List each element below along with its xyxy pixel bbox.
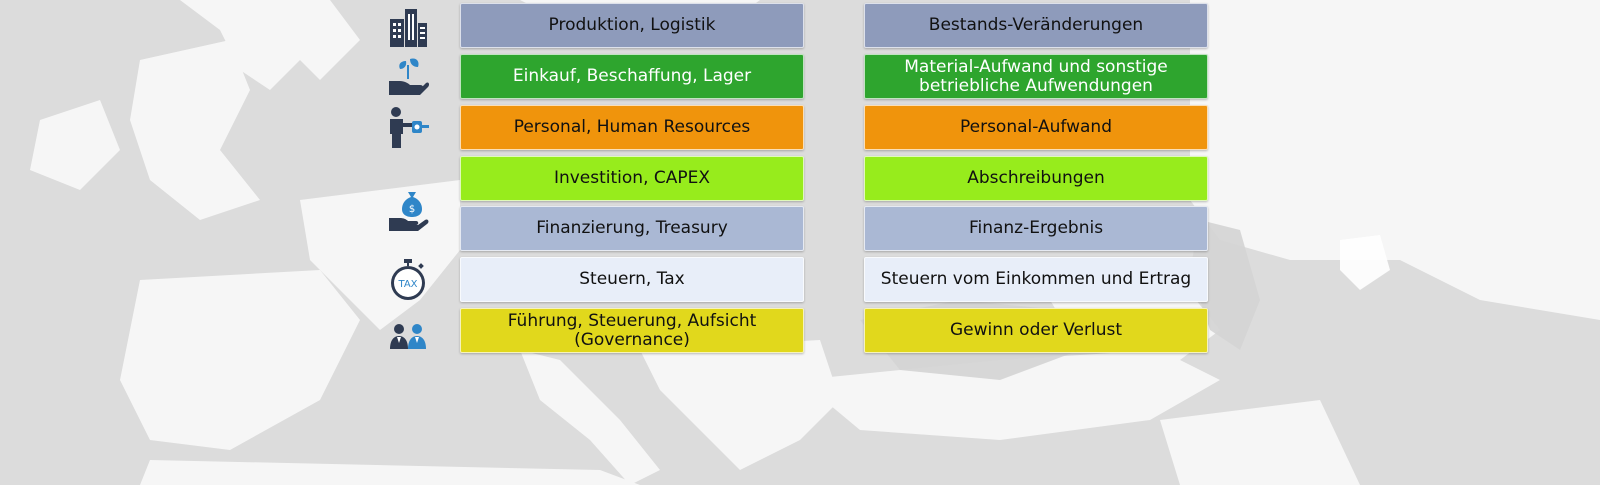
right-box-materialaufwand: Material-Aufwand und sonstige betrieblic…: [864, 54, 1208, 99]
right-box-steuern-einkommen: Steuern vom Einkommen und Ertrag: [864, 257, 1208, 302]
right-box-gewinn-verlust: Gewinn oder Verlust: [864, 308, 1208, 353]
left-box-finanzierung: Finanzierung, Treasury: [460, 206, 804, 251]
map-land-east: [1190, 0, 1600, 320]
stopwatch-tax-icon: TAX: [386, 258, 430, 302]
left-box-steuern: Steuern, Tax: [460, 257, 804, 302]
left-box-einkauf: Einkauf, Beschaffung, Lager: [460, 54, 804, 99]
tax-text: TAX: [397, 279, 417, 290]
map-land-turkey: [800, 350, 1220, 440]
map-land-africa: [140, 460, 640, 485]
map-land-aral: [1340, 235, 1390, 290]
map-land-balkans: [640, 340, 840, 470]
map-land-italy: [520, 350, 660, 485]
map-land-middle-east: [1160, 400, 1360, 485]
left-box-investition: Investition, CAPEX: [460, 156, 804, 201]
svg-text:$: $: [409, 204, 415, 215]
building-icon: [386, 5, 430, 49]
two-people-icon: [386, 313, 430, 357]
map-land-ireland: [30, 100, 120, 190]
right-box-abschreibungen: Abschreibungen: [864, 156, 1208, 201]
hand-money-bag-icon: $: [386, 188, 430, 232]
map-land-uk: [130, 40, 260, 220]
map-land-iberia: [120, 270, 360, 450]
left-box-produktion: Produktion, Logistik: [460, 3, 804, 48]
left-box-personal: Personal, Human Resources: [460, 105, 804, 150]
right-box-bestandsveraenderungen: Bestands-Veränderungen: [864, 3, 1208, 48]
hand-plant-icon: [386, 55, 430, 99]
left-box-fuehrung: Führung, Steuerung, Aufsicht (Governance…: [460, 308, 804, 353]
map-land-north: [180, 0, 360, 90]
person-key-icon: [386, 106, 430, 150]
right-box-personalaufwand: Personal-Aufwand: [864, 105, 1208, 150]
right-box-finanzergebnis: Finanz-Ergebnis: [864, 206, 1208, 251]
